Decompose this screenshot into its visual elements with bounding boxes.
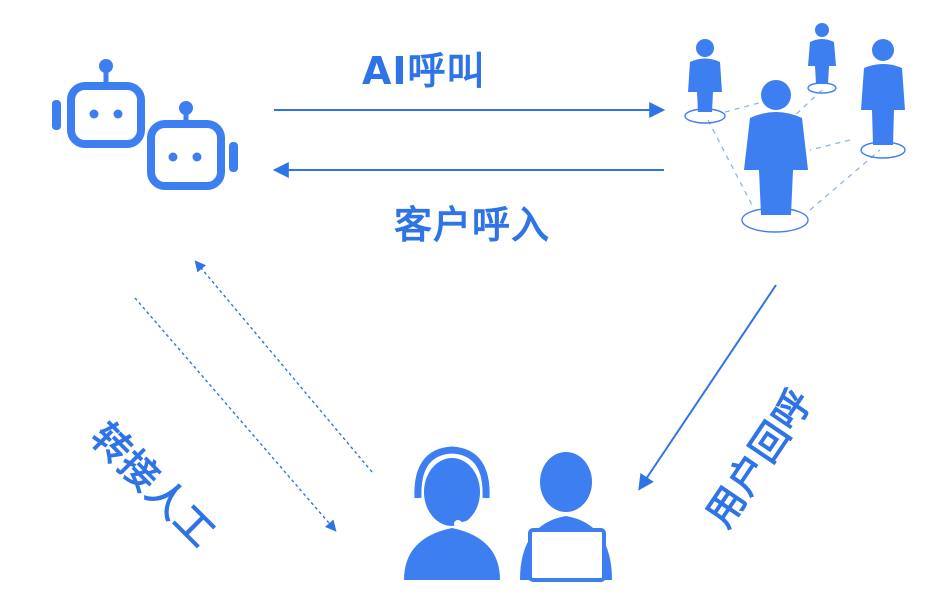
transfer-back-arrow <box>194 260 373 473</box>
ai-call-label: AI呼叫 <box>362 49 486 93</box>
customer-inbound-label: 客户呼入 <box>394 203 551 247</box>
user-callback-arrow <box>638 284 777 491</box>
robot-icon <box>52 59 238 190</box>
customer-group-icon <box>684 23 906 233</box>
call-center-agent-icon <box>404 446 612 582</box>
